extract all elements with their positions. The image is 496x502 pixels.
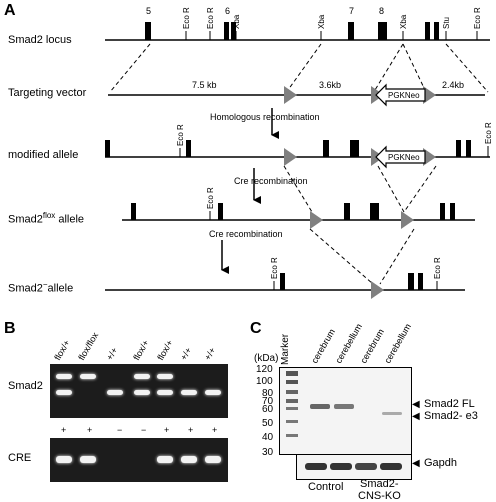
western-blot-gapdh [296,454,412,480]
marker-label: Marker [280,333,291,365]
lane-label-3: +/+ [104,345,120,362]
exon-5 [145,22,151,40]
exon-7-label: 7 [349,6,354,16]
svg-text:Xba: Xba [232,14,241,29]
mw-100: 100 [256,376,273,387]
panel-c-letter: C [250,320,262,337]
svg-text:Eco R: Eco R [206,187,215,209]
loxp-3 [423,86,436,104]
group-smad2-cns-ko-2: CNS-KO [358,490,401,502]
band-label-smad2-e3: Smad2- e3 [424,410,478,422]
group-smad2-cns-ko-1: Smad2- [360,478,399,490]
null-allele-tail: allele [47,282,74,295]
kda-label: (kDa) [254,353,279,364]
exon-6-label: 6 [225,6,230,16]
mw-40: 40 [262,432,274,443]
svg-text:Eco R: Eco R [433,257,442,279]
row-label-targeting-vector: Targeting vector [8,87,87,99]
exon-7 [348,22,354,40]
svg-text:Eco R: Eco R [182,7,191,29]
pgkneo-label-modified: PGKNeo [388,153,420,162]
row-label-modified-allele: modified allele [8,149,79,161]
mw-60: 60 [262,404,274,415]
row-label-smad2-locus: Smad2 locus [8,34,72,46]
step-homologous: Homologous recombination [210,112,320,122]
row-label-smad2-null-allele: Smad2−allele [8,280,73,295]
band-arrow-e3: ◀ [412,411,420,422]
band-label-gapdh: Gapdh [424,457,458,469]
band-label-smad2-fl: Smad2 FL [424,398,475,410]
mw-80: 80 [262,388,274,399]
dist-2-4kb: 2.4kb [442,80,464,90]
svg-text:Xba: Xba [399,14,408,29]
dist-3-6kb: 3.6kb [319,80,341,90]
mw-30: 30 [262,447,274,458]
cre-call-7: + [212,425,218,435]
dist-7-5kb: 7.5 kb [192,80,217,90]
cre-call-4: − [141,425,147,435]
panel-a-letter: A [4,2,16,19]
svg-text:Eco R: Eco R [176,124,185,146]
gel-label-smad2: Smad2 [8,380,43,392]
svg-text:Stu: Stu [442,17,451,29]
gel-smad2 [50,364,228,418]
gel-cre [50,438,228,482]
targeting-diagram: 5 6 7 8 7.5 kb 3.6kb 2.4kb PGKNeo PGKNeo… [105,6,493,299]
lane-label-7: +/+ [202,345,218,362]
mw-120: 120 [256,364,273,375]
null-allele-base: Smad2 [8,282,43,295]
exon-5-label: 5 [146,6,151,16]
svg-text:Eco R: Eco R [484,122,493,144]
panel-b-letter: B [4,320,16,337]
svg-text:Eco R: Eco R [270,257,279,279]
exon-6a [224,22,229,40]
cre-call-2: + [87,425,93,435]
svg-text:Xba: Xba [317,14,326,29]
mw-70: 70 [262,396,274,407]
lane-label-4: flox/+ [131,338,151,362]
cre-call-1: + [61,425,67,435]
flox-allele-tail: allele [55,213,85,226]
lane-label-2: flox/flox [76,330,101,362]
row-label-smad2-flox-allele: Smad2flox allele [8,211,84,226]
flox-allele-base: Smad2 [8,213,43,226]
exon-8 [378,22,387,40]
band-arrow-gapdh: ◀ [412,458,420,469]
null-allele-sup: − [42,280,48,289]
exon-b [434,22,439,40]
step-cre-1: Cre recombination [234,176,308,186]
flox-allele-sup: flox [42,211,56,220]
lane-label-1: flox/+ [52,338,72,362]
svg-text:Eco R: Eco R [206,7,215,29]
exon-8-label: 8 [379,6,384,16]
loxp-1 [284,86,297,104]
cre-call-6: + [188,425,194,435]
cre-call-5: + [164,425,170,435]
svg-text:Eco R: Eco R [473,7,482,29]
group-control: Control [308,481,344,493]
exon-6b [231,22,236,40]
gel-label-cre: CRE [8,452,32,464]
exon-a [425,22,430,40]
mw-50: 50 [262,418,274,429]
western-blot-smad2 [279,367,412,455]
step-cre-2: Cre recombination [209,229,283,239]
cre-call-3: − [117,425,123,435]
pgkneo-cassette [375,83,426,107]
lane-label-6: +/+ [178,345,194,362]
band-arrow-fl: ◀ [412,399,420,410]
pgkneo-label-vector: PGKNeo [388,91,420,100]
lane-label-5: flox/+ [155,338,175,362]
blot-lane-4: cerebellum [382,321,414,365]
